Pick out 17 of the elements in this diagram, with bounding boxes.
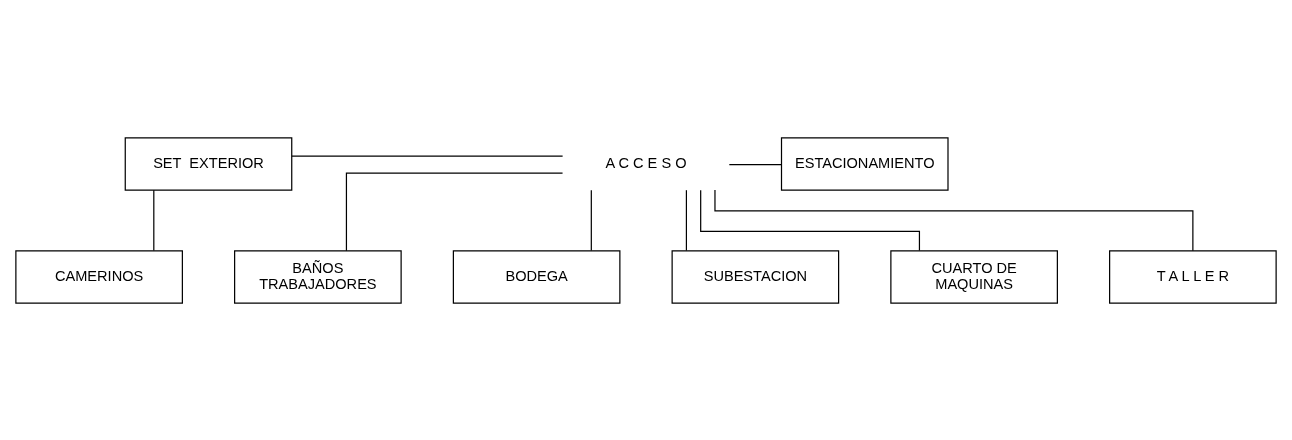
node-box: BODEGA bbox=[452, 249, 621, 304]
connector bbox=[590, 189, 592, 251]
connector bbox=[700, 189, 921, 251]
connector bbox=[685, 189, 687, 251]
connector bbox=[345, 172, 564, 251]
node-box: ESTACIONAMIENTO bbox=[780, 136, 949, 191]
node-box: SUBESTACION bbox=[671, 249, 840, 304]
connector bbox=[714, 189, 1194, 251]
connector bbox=[291, 155, 564, 157]
connector bbox=[153, 189, 155, 251]
node-text: A C C E S O bbox=[605, 154, 687, 171]
connector bbox=[728, 163, 782, 165]
node-box: SET EXTERIOR bbox=[124, 136, 293, 191]
node-box: CUARTO DE MAQUINAS bbox=[890, 249, 1058, 304]
node-box: CAMERINOS bbox=[15, 249, 183, 304]
node-box: BAÑOS TRABAJADORES bbox=[234, 249, 402, 304]
node-box: T A L L E R bbox=[1109, 249, 1277, 304]
